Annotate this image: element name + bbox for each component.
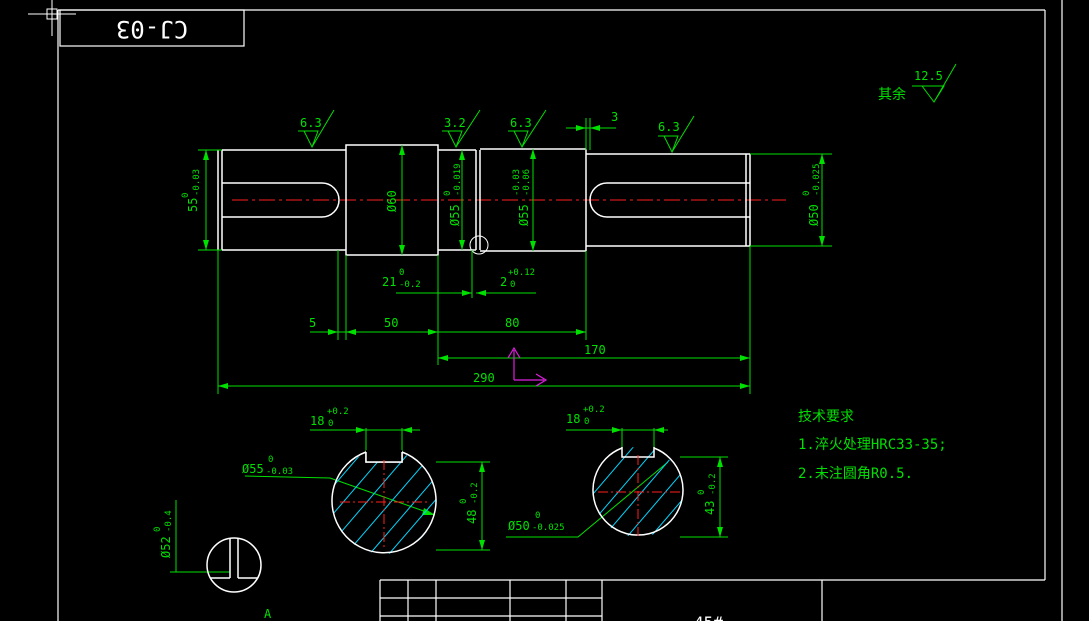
section-a-depth: 48 [465, 510, 479, 524]
dim-mid-tol-lower: -0.06 [522, 169, 532, 196]
dim-groove-width: 3 [611, 110, 618, 124]
dim-right-diameter: Ø50 [807, 204, 821, 226]
dim-len-5: 5 [309, 316, 316, 330]
detail-view [206, 537, 262, 593]
dim-mid-tol-upper: -0.03 [512, 169, 522, 196]
requirement-1: 1.淬火处理HRC33-35; [798, 437, 947, 453]
section-a-depth-tol-lower: -0.2 [470, 482, 480, 504]
roughness-other-label: 其余 [878, 86, 906, 103]
dim-right-tol-lower: -0.025 [812, 163, 822, 196]
dim-collar-diameter: Ø60 [385, 190, 399, 212]
dim-right-tol-upper: 0 [802, 191, 812, 196]
drawing-number-box: CJ-03 [59, 9, 245, 47]
dim-len-21-tol-upper: 0 [399, 268, 404, 278]
section-b-key-width: 18 [566, 412, 580, 426]
roughness-2: 3.2 [444, 116, 466, 130]
detail-label: A [264, 607, 272, 621]
dim-len-170: 170 [584, 343, 606, 357]
title-block [379, 579, 1045, 621]
dimension-arrows [203, 125, 825, 550]
section-b-depth-tol-lower: -0.2 [708, 473, 718, 495]
dim-bearing-tol-lower: -0.019 [453, 163, 463, 196]
dim-len-80: 80 [505, 316, 519, 330]
title-block-material: 45# [694, 613, 723, 621]
section-a-dia-tol-upper: 0 [268, 455, 273, 465]
dim-len-2: 2 [500, 275, 507, 289]
section-b-depth: 43 [703, 501, 717, 515]
roughness-4: 6.3 [658, 120, 680, 134]
section-b-dia-tol-lower: -0.025 [532, 523, 565, 533]
dim-mid-diameter: Ø55 [517, 204, 531, 226]
section-a-key-tol-upper: +0.2 [327, 407, 349, 417]
roughness-1: 6.3 [300, 116, 322, 130]
dim-len-290: 290 [473, 371, 495, 385]
section-a-diameter: Ø55 [242, 462, 264, 476]
roughness-other-value: 12.5 [914, 69, 943, 83]
dim-left-diameter: 55 [186, 198, 200, 212]
section-a-depth-tol-upper: 0 [459, 499, 469, 504]
dim-bearing-tol-upper: 0 [443, 191, 453, 196]
section-a-dia-tol-lower: -0.03 [266, 467, 293, 477]
dim-bearing-diameter: Ø55 [448, 204, 462, 226]
section-b-diameter: Ø50 [508, 519, 530, 533]
detail-tol-lower: -0.4 [164, 510, 174, 532]
section-b-key-tol-upper: +0.2 [583, 405, 605, 415]
dim-len-21-tol-lower: -0.2 [399, 280, 421, 290]
requirements-title: 技术要求 [798, 409, 854, 425]
drawing-number: CJ-03 [116, 15, 188, 43]
section-b-depth-tol-upper: 0 [697, 490, 707, 495]
dim-len-50: 50 [384, 316, 398, 330]
dim-len-2-tol-upper: +0.12 [508, 268, 535, 278]
detail-diameter: Ø52 [159, 536, 173, 558]
dim-len-2-tol-lower: 0 [510, 280, 515, 290]
dim-left-tol-upper: 0 [181, 193, 191, 198]
dim-left-tol-lower: -0.03 [192, 169, 202, 196]
crosshair-cursor-icon [28, 0, 76, 36]
dim-len-21: 21 [382, 275, 396, 289]
detail-tol-upper: 0 [153, 527, 163, 532]
requirement-2: 2.未注圆角R0.5. [798, 466, 913, 482]
ucs-icon [507, 346, 548, 387]
shaft-outline [217, 144, 751, 256]
section-a-key-tol-lower: 0 [328, 419, 333, 429]
roughness-3: 6.3 [510, 116, 532, 130]
section-b-key-tol-lower: 0 [584, 417, 589, 427]
section-b-dia-tol-upper: 0 [535, 511, 540, 521]
section-a-key-width: 18 [310, 414, 324, 428]
detail-marker [469, 235, 489, 255]
